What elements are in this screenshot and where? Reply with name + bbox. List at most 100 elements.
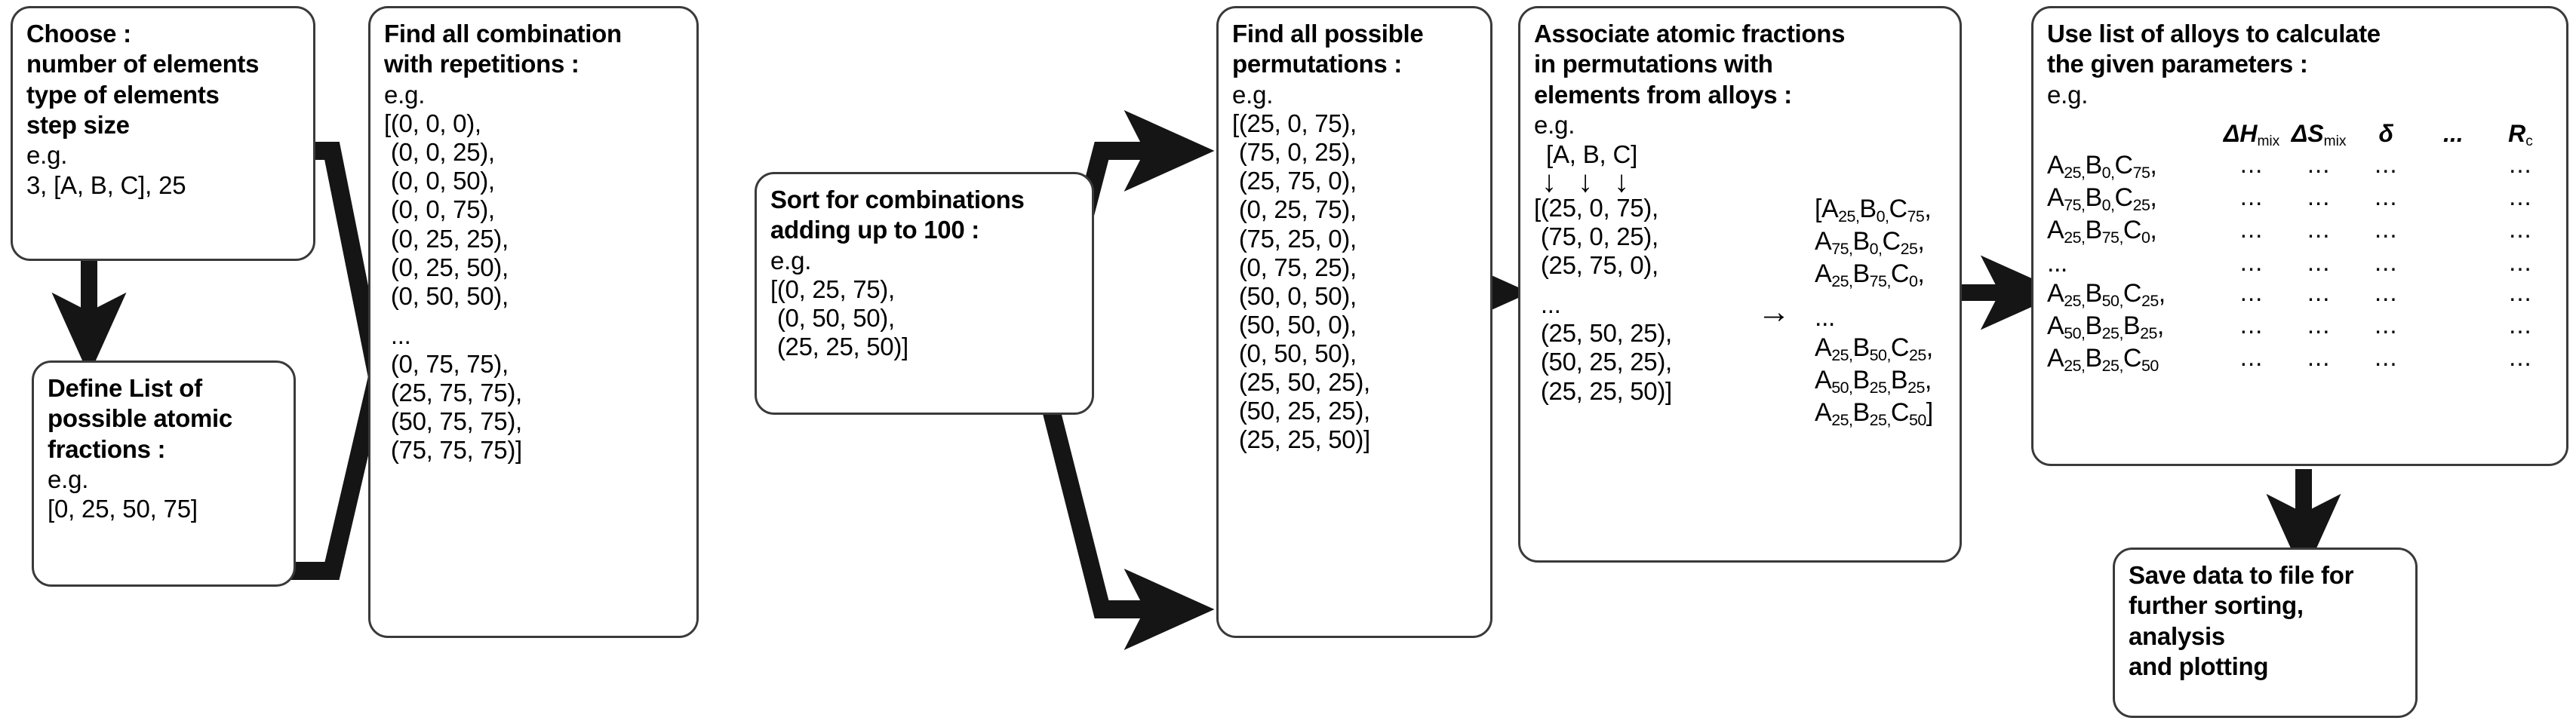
- alloy-formula: [A25,B0,C75,: [1815, 194, 1932, 225]
- node-associate-right-items: [A25,B0,C75,A75,B0,C25,A25,B75,C0, ...A2…: [1815, 194, 1933, 431]
- alloy-formula: A25,B0,C75,: [2047, 150, 2157, 182]
- table-cell-value: ...: [2239, 247, 2264, 276]
- node-save-data[interactable]: Save data to file for further sorting, a…: [2113, 548, 2418, 718]
- alloy-formula: A25,B50,C25,: [1815, 333, 1933, 364]
- node-define-list-eg-label: e.g.: [48, 465, 89, 493]
- node-calculate-title: Use list of alloys to calculate the give…: [2047, 20, 2381, 78]
- node-find-permutations[interactable]: Find all possible permutations : e.g. [(…: [1216, 6, 1492, 638]
- table-cell-value: ...: [2509, 278, 2532, 306]
- table-cell-value: ...: [2307, 215, 2331, 244]
- list-item: (25, 75, 0),: [1534, 251, 1658, 280]
- table-cell-alloy: A25,B50,C25,: [2047, 278, 2218, 311]
- table-cell-value: ...: [2509, 149, 2532, 178]
- node-find-combinations-items: [(0, 0, 0), (0, 0, 25), (0, 0, 50), (0, …: [384, 109, 684, 465]
- node-associate-eg-label: e.g.: [1534, 110, 1575, 139]
- table-cell-value: ...: [2239, 343, 2264, 372]
- table-col-delta: δ: [2378, 120, 2394, 148]
- node-sort-title: Sort for combinations adding up to 100 :: [770, 186, 1025, 244]
- list-item: (0, 50, 50),: [384, 281, 509, 310]
- table-cell-value: ...: [2374, 278, 2398, 306]
- table-cell-value: [2420, 150, 2487, 183]
- table-cell-value: [2420, 343, 2487, 376]
- list-item: (0, 75, 25),: [1232, 253, 1357, 281]
- table-cell-value: [2420, 183, 2487, 215]
- list-item: (25, 25, 50)]: [1232, 425, 1370, 454]
- alloy-formula: A25,B75,C0,: [2047, 216, 2157, 247]
- table-col-ellipsis: ...: [2443, 120, 2464, 148]
- table-cell-value: ...: [2374, 247, 2398, 276]
- alloy-formula: A50,B25,B25,: [1815, 366, 1932, 397]
- table-cell-value: ...: [2509, 215, 2532, 244]
- list-item: ...: [1534, 290, 1561, 319]
- node-choose[interactable]: Choose : number of elements type of elem…: [11, 6, 315, 261]
- node-sort-combinations[interactable]: Sort for combinations adding up to 100 :…: [755, 172, 1094, 415]
- table-cell-value: ...: [2374, 343, 2398, 372]
- table-col-dhmix: ΔHmix: [2223, 120, 2280, 149]
- table-row: A25,B0,C75,............: [2047, 150, 2554, 183]
- node-choose-example: 3, [A, B, C], 25: [26, 170, 186, 199]
- list-item: (0, 0, 50),: [384, 167, 495, 195]
- list-item: [384, 311, 684, 321]
- node-associate-alloy-list: [A, B, C]: [1546, 140, 1638, 169]
- list-item: (0, 50, 50),: [1232, 339, 1357, 367]
- table-cell-value: ...: [2509, 183, 2532, 211]
- table-cell-value: ...: [2307, 247, 2331, 276]
- list-item: (25, 25, 50)]: [1534, 376, 1672, 405]
- alloy-formula: ...: [1815, 302, 1835, 332]
- list-item: [1534, 280, 1738, 290]
- table-cell-alloy: A25,B25,C50: [2047, 343, 2218, 376]
- node-associate-fractions[interactable]: Associate atomic fractions in permutatio…: [1518, 6, 1962, 563]
- table-row: A25,B25,C50............: [2047, 343, 2554, 376]
- list-item: (50, 0, 50),: [1232, 281, 1357, 310]
- table-cell-alloy: ...: [2047, 248, 2218, 278]
- table-cell-alloy: A25,B75,C0,: [2047, 215, 2218, 247]
- list-item: (0, 0, 75),: [384, 195, 495, 224]
- node-save-title: Save data to file for further sorting, a…: [2129, 561, 2354, 680]
- table-cell-value: ...: [2239, 183, 2264, 211]
- list-item: [(25, 0, 75),: [1534, 193, 1658, 222]
- table-cell-alloy: A50,B25,B25,: [2047, 311, 2218, 343]
- list-item: (25, 50, 25),: [1534, 319, 1672, 348]
- table-row: A25,B50,C25,............: [2047, 278, 2554, 311]
- node-define-list[interactable]: Define List of possible atomic fractions…: [32, 360, 296, 587]
- node-find-combinations[interactable]: Find all combination with repetitions : …: [368, 6, 699, 638]
- table-cell-value: ...: [2239, 149, 2264, 178]
- node-find-combinations-eg-label: e.g.: [384, 80, 426, 109]
- table-cell-alloy: A75,B0,C25,: [2047, 183, 2218, 215]
- list-item: (0, 75, 75),: [384, 349, 509, 378]
- list-item: (75, 75, 75)]: [384, 436, 522, 465]
- down-arrow-group: ↓ ↓ ↓: [1542, 164, 1947, 198]
- table-col-rc: Rc: [2508, 120, 2533, 149]
- table-cell-value: ...: [2509, 311, 2532, 339]
- list-item: (50, 50, 0),: [1232, 310, 1357, 339]
- table-cell-value: ...: [2239, 215, 2264, 244]
- table-cell-value: ...: [2307, 278, 2331, 306]
- list-item: (0, 50, 50),: [770, 304, 895, 333]
- table-header-row: ΔHmix ΔSmix δ ... Rc: [2047, 120, 2554, 150]
- node-sort-eg-label: e.g.: [770, 246, 812, 275]
- table-cell-value: ...: [2374, 183, 2398, 211]
- table-row: A50,B25,B25,............: [2047, 311, 2554, 343]
- alloy-formula: A75,B0,C25,: [1815, 227, 1925, 259]
- node-calculate-parameters[interactable]: Use list of alloys to calculate the give…: [2031, 6, 2568, 466]
- alloy-formula: ...: [2047, 248, 2067, 278]
- down-arrow-icon: ↓: [1614, 164, 1629, 198]
- list-item: (25, 50, 25),: [1232, 368, 1370, 397]
- table-cell-value: ...: [2509, 247, 2532, 276]
- table-row: A75,B0,C25,............: [2047, 183, 2554, 215]
- list-item: [(25, 0, 75),: [1232, 109, 1357, 138]
- list-item: ...: [384, 321, 411, 349]
- table-cell-value: ...: [2307, 311, 2331, 339]
- alloy-formula: [1815, 292, 1933, 302]
- list-item: [(0, 0, 0),: [384, 109, 481, 138]
- node-find-permutations-items: [(25, 0, 75), (75, 0, 25), (25, 75, 0), …: [1232, 109, 1478, 454]
- node-define-list-example: [0, 25, 50, 75]: [48, 495, 198, 523]
- alloy-formula: A25,B25,C50]: [1815, 398, 1933, 430]
- node-sort-items: [(0, 25, 75), (0, 50, 50), (25, 25, 50)]: [770, 275, 1080, 361]
- node-find-permutations-eg-label: e.g.: [1232, 80, 1274, 109]
- list-item: (0, 25, 25),: [384, 224, 509, 253]
- node-associate-left-items: [(25, 0, 75), (75, 0, 25), (25, 75, 0), …: [1534, 194, 1738, 431]
- node-find-permutations-title: Find all possible permutations :: [1232, 20, 1424, 78]
- table-cell-value: ...: [2307, 183, 2331, 211]
- parameters-table: ΔHmix ΔSmix δ ... Rc A25,B0,C75,........…: [2047, 120, 2554, 376]
